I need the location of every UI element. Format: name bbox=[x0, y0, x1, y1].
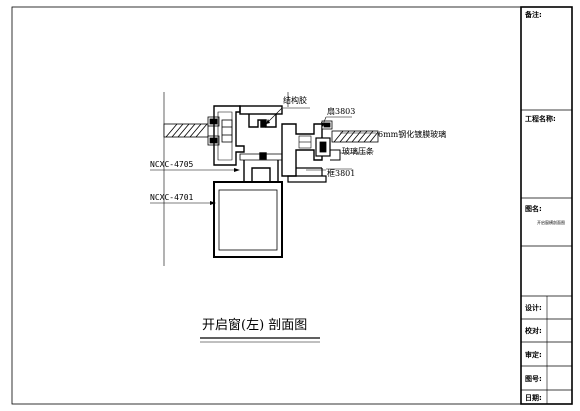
drawing-no-label: 图号: bbox=[525, 374, 542, 383]
project-name-label: 工程名称: bbox=[525, 114, 556, 123]
frame-3801 bbox=[287, 167, 327, 183]
sheet-border bbox=[11, 6, 573, 405]
label-ncxc-4701: NCXC-4701 bbox=[150, 193, 194, 202]
label-ncxc-4705: NCXC-4705 bbox=[150, 160, 194, 169]
title-block: 备注: 工程名称: 图名: 开启窗横剖面图 设计: 校对: 审定: 图号: 日期… bbox=[520, 6, 573, 405]
section-drawing bbox=[150, 92, 379, 266]
leader-lines bbox=[150, 107, 376, 204]
drawing-name-label: 图名: bbox=[525, 204, 542, 213]
design-label: 设计: bbox=[525, 303, 542, 312]
drawing-title: 开启窗(左) 剖面图 bbox=[202, 317, 307, 333]
right-glass-pane bbox=[331, 130, 379, 143]
left-gaskets bbox=[207, 116, 233, 146]
label-glass: 6mm钢化镀膜玻璃 bbox=[378, 129, 446, 139]
remarks-label: 备注: bbox=[524, 10, 542, 19]
label-glass-bead: 玻璃压条 bbox=[342, 146, 374, 156]
check-label: 校对: bbox=[525, 326, 542, 335]
arrow-heads bbox=[210, 119, 325, 205]
mullion-profile bbox=[239, 105, 283, 183]
review-label: 审定: bbox=[525, 350, 542, 359]
title-block-frame bbox=[520, 6, 573, 405]
label-structural-glue: 结构胶 bbox=[283, 95, 307, 105]
drawing-name-value: 开启窗横剖面图 bbox=[537, 219, 565, 225]
date-label: 日期: bbox=[525, 393, 542, 402]
label-frame-3801: 框3801 bbox=[327, 168, 355, 178]
frame-profile-4701 bbox=[213, 181, 283, 258]
left-glass-pane bbox=[163, 123, 209, 138]
label-sash-3803: 扇3803 bbox=[327, 106, 355, 116]
